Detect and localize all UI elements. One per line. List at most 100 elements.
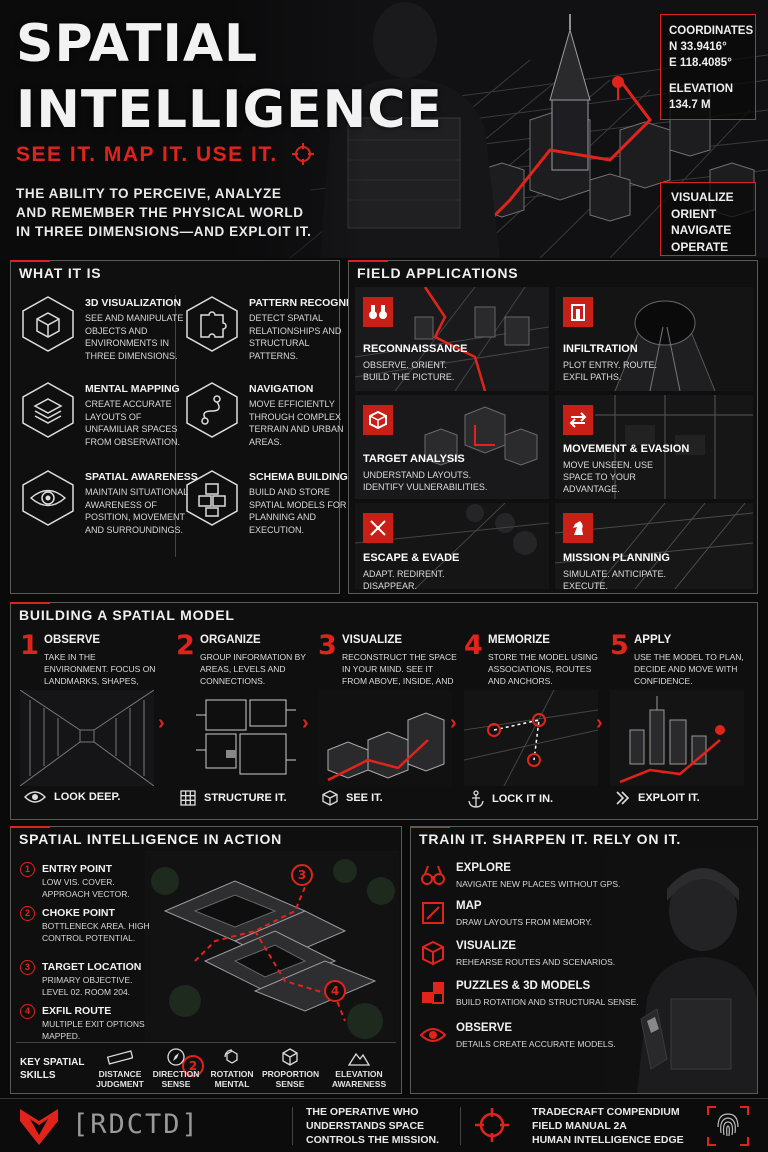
- fa-head: MOVEMENT & EVASION: [563, 443, 690, 455]
- svg-text:4: 4: [331, 984, 339, 998]
- step-head: VISUALIZE: [342, 634, 403, 646]
- elevation-value: 134.7 M: [669, 99, 711, 111]
- fa-text-line: OBSERVE. ORIENT.: [363, 360, 447, 370]
- compound-map-image: [145, 851, 399, 1041]
- chevron-right-icon: ›: [596, 712, 603, 734]
- map-marker-4: 4: [324, 980, 346, 1002]
- longitude: E 118.4085°: [669, 57, 732, 69]
- action-text: PRIMARY OBJECTIVE. LEVEL 02. ROOM 204.: [42, 975, 133, 997]
- tagline: SEE IT. MAP IT. USE IT.: [16, 142, 315, 167]
- fa-head: ESCAPE & EVADE: [363, 552, 460, 564]
- 3d-blocks-image: [318, 690, 452, 786]
- brand-name: [RDCTD]: [72, 1109, 200, 1140]
- fa-text-line: BUILD THE PICTURE.: [363, 372, 455, 382]
- wi-head: MENTAL MAPPING: [85, 383, 180, 395]
- fa-text: UNDERSTAND LAYOUTS.IDENTIFY VULNERABILIT…: [363, 469, 487, 493]
- action-number: 2: [20, 906, 35, 921]
- step-footer: EXPLOIT IT.: [614, 790, 700, 806]
- chess-knight-icon: [563, 513, 593, 543]
- footer: [RDCTD] THE OPERATIVE WHO UNDERSTANDS SP…: [0, 1098, 768, 1152]
- step-number: 2: [176, 630, 195, 661]
- skill-line: MENTAL: [214, 1079, 250, 1089]
- footer-reference: TRADECRAFT COMPENDIUM FIELD MANUAL 2A HU…: [532, 1105, 684, 1147]
- train-title: TRAIN IT. SHARPEN IT. RELY ON IT.: [419, 831, 682, 847]
- mountain-icon: [348, 1052, 370, 1066]
- step-head: MEMORIZE: [488, 634, 550, 646]
- train-head: PUZZLES & 3D MODELS: [456, 980, 591, 992]
- step-footer: STRUCTURE IT.: [180, 790, 287, 806]
- skills-divider: [16, 1042, 396, 1043]
- step-text: USE THE MODEL TO PLAN, DECIDE AND MOVE W…: [634, 652, 744, 686]
- step-visualize: 3 VISUALIZE RECONSTRUCT THE SPACE IN YOU…: [318, 630, 457, 818]
- latitude: N 33.9416°: [669, 41, 727, 53]
- fa-head: RECONNAISSANCE: [363, 343, 468, 355]
- step-head: ORGANIZE: [200, 634, 261, 646]
- train-panel: TRAIN IT. SHARPEN IT. RELY ON IT.: [410, 826, 758, 1094]
- in-action-panel: SPATIAL INTELLIGENCE IN ACTION 2 3 4: [10, 826, 402, 1094]
- wi-text: DETECT SPATIAL RELATIONSHIPS AND STRUCTU…: [249, 313, 342, 361]
- cube-icon: [282, 1048, 298, 1066]
- train-text: DETAILS CREATE ACCURATE MODELS.: [456, 1039, 616, 1049]
- action-text: MULTIPLE EXIT OPTIONS MAPPED.: [42, 1019, 145, 1041]
- step-number: 4: [464, 630, 483, 661]
- action-number: 3: [20, 960, 35, 975]
- step-text: GROUP INFORMATION BY AREAS, LEVELS AND C…: [200, 652, 306, 686]
- action-text: BOTTLENECK AREA. HIGH CONTROL POTENTIAL.: [42, 921, 150, 943]
- ops-orient: ORIENT: [671, 206, 717, 221]
- skill-line: JUDGMENT: [96, 1079, 144, 1089]
- fa-text-line: MOVE UNSEEN. USE: [563, 460, 654, 470]
- svg-text:3: 3: [298, 868, 306, 882]
- wi-text: MAINTAIN SITUATIONAL AWARENESS OF POSITI…: [85, 487, 188, 535]
- step-apply: 5 APPLY USE THE MODEL TO PLAN, DECIDE AN…: [610, 630, 748, 818]
- fa-text-line: EXFIL PATHS.: [563, 372, 622, 382]
- wi-head: 3D VISUALIZATION: [85, 297, 182, 309]
- anchor-icon: [468, 790, 484, 808]
- action-number: 4: [20, 1004, 35, 1019]
- step-foot-text: LOCK IT IN.: [492, 793, 554, 805]
- step-foot-text: LOOK DEEP.: [54, 791, 121, 803]
- train-head: VISUALIZE: [456, 940, 517, 952]
- door-icon: [563, 297, 593, 327]
- train-text: REHEARSE ROUTES AND SCENARIOS.: [456, 957, 616, 967]
- fa-text-line: EXECUTE.: [563, 581, 609, 589]
- reference-line: TRADECRAFT COMPENDIUM: [532, 1106, 680, 1118]
- floorplan-image: [176, 690, 310, 786]
- reference-line: FIELD MANUAL 2A: [532, 1120, 627, 1132]
- puzzle-blocks-icon: [422, 982, 444, 1004]
- fa-escape-evade: ESCAPE & EVADE ADAPT. REDIRENT. DISAPPEAR…: [355, 503, 549, 589]
- binoculars-icon: [421, 865, 445, 885]
- cube-icon: [422, 940, 444, 966]
- wi-head: NAVIGATION: [249, 383, 314, 395]
- step-memorize: 4 MEMORIZE STORE THE MODEL USING ASSOCIA…: [464, 630, 602, 818]
- coordinates-label: COORDINATES: [669, 25, 754, 37]
- fa-text: OBSERVE. ORIENT. BUILD THE PICTURE.: [363, 359, 454, 383]
- cube-icon: [22, 296, 74, 352]
- train-head: OBSERVE: [456, 1022, 513, 1034]
- fa-text-line: SIMULATE. ANTICIPATE.: [563, 569, 667, 579]
- step-footer: LOOK DEEP.: [24, 790, 120, 804]
- route-icon: [186, 382, 238, 438]
- skill-line: ROTATION: [210, 1069, 254, 1079]
- eye-icon: [24, 791, 46, 803]
- action-text: LOW VIS. COVER. APPROACH VECTOR.: [42, 877, 130, 899]
- building-model-title: BUILDING A SPATIAL MODEL: [19, 607, 235, 623]
- step-head: OBSERVE: [44, 634, 101, 646]
- action-head: EXFIL ROUTE: [42, 1005, 112, 1017]
- chevron-logo-icon: [20, 1109, 58, 1145]
- fa-text-line: ADAPT. REDIRENT.: [363, 569, 445, 579]
- fa-text-line: DISAPPEAR.: [363, 581, 418, 589]
- step-foot-text: STRUCTURE IT.: [204, 792, 287, 804]
- arrows-icon: [563, 405, 593, 435]
- fingerprint-icon: [707, 1106, 749, 1146]
- fa-reconnaissance: RECONNAISSANCE OBSERVE. ORIENT. BUILD THE…: [355, 287, 549, 391]
- fa-text-line: ADVANTAGE.: [563, 484, 620, 494]
- street-perspective-image: [20, 690, 154, 786]
- puzzle-icon: [186, 296, 238, 352]
- step-footer: LOCK IT IN.: [468, 790, 553, 808]
- cube-icon: [322, 790, 338, 806]
